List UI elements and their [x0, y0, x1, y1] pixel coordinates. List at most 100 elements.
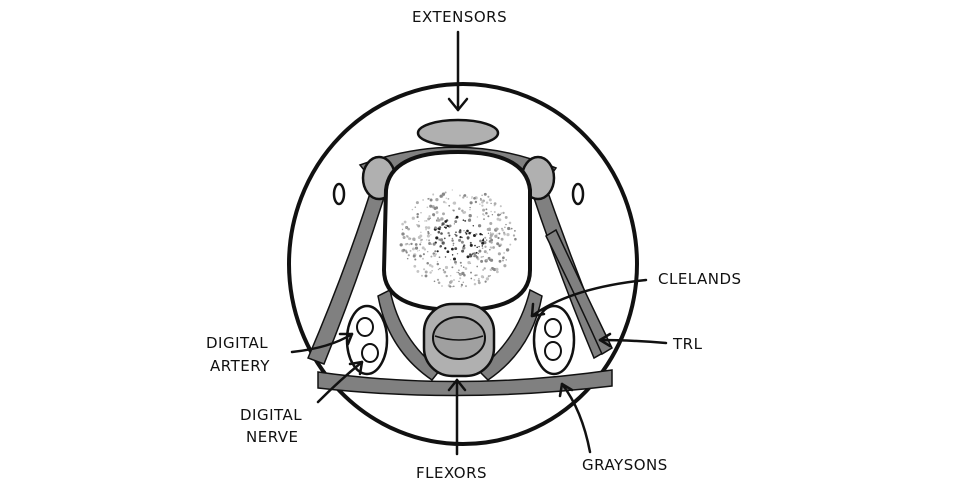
marrow-dot: [471, 196, 473, 198]
graysons-arrowhead: [558, 382, 574, 398]
marrow-dot: [420, 238, 423, 241]
marrow-dot: [509, 243, 512, 246]
marrow-dot: [479, 232, 482, 236]
marrow-dot: [460, 240, 464, 244]
marrow-dot: [426, 250, 429, 253]
label-digital-artery-1: DIGITAL: [206, 334, 268, 352]
marrow-dot: [414, 243, 418, 246]
clelands-ligament-left: [307, 166, 391, 365]
marrow-dot: [430, 243, 432, 245]
marrow-dot: [401, 228, 404, 231]
marrow-dot: [433, 253, 437, 258]
label-digital-artery-2: ARTERY: [210, 357, 270, 375]
marrow-dot: [499, 213, 502, 216]
marrow-dot: [508, 221, 512, 225]
bone-marrow-speckle: [399, 189, 517, 288]
marrow-dot: [484, 245, 487, 248]
marrow-dot: [458, 238, 462, 242]
marrow-dot: [448, 204, 451, 207]
marrow-dot: [458, 230, 462, 234]
marrow-dot: [473, 282, 477, 286]
marrow-dot: [442, 212, 445, 216]
marrow-dot: [417, 250, 419, 252]
marrow-dot: [497, 252, 501, 256]
marrow-dot: [493, 211, 496, 213]
marrow-dot: [426, 239, 428, 241]
marrow-dot: [489, 233, 493, 238]
marrow-dot: [480, 259, 484, 263]
marrow-dot: [469, 208, 471, 211]
marrow-dot: [435, 236, 439, 240]
marrow-dot: [429, 271, 432, 274]
marrow-dot: [489, 274, 492, 277]
marrow-dot: [468, 214, 472, 218]
marrow-dot: [486, 252, 489, 254]
marrow-dot: [472, 233, 477, 238]
marrow-dot: [452, 242, 455, 245]
marrow-dot: [444, 247, 447, 250]
marrow-dot: [452, 201, 457, 205]
marrow-dot: [472, 252, 474, 255]
marrow-dot: [459, 235, 462, 239]
marrow-dot: [416, 224, 418, 226]
marrow-dot: [469, 241, 472, 244]
marrow-dot: [441, 285, 443, 287]
marrow-dot: [458, 207, 461, 210]
marrow-dot: [421, 246, 425, 250]
marrow-dot: [441, 224, 443, 226]
marrow-dot: [489, 246, 492, 249]
label-digital-nerve-2: NERVE: [246, 428, 299, 446]
marrow-dot: [439, 226, 442, 229]
marrow-dot: [506, 232, 510, 237]
marrow-dot: [449, 259, 452, 261]
marrow-dot: [477, 279, 480, 282]
marrow-dot: [505, 223, 507, 226]
clelands-arrow: [530, 278, 648, 318]
marrow-dot: [426, 206, 429, 209]
label-flexors: FLEXORS: [416, 464, 487, 482]
marrow-dot: [408, 243, 411, 246]
marrow-dot: [489, 258, 494, 262]
marrow-dot: [426, 262, 429, 265]
marrow-dot: [454, 263, 457, 265]
marrow-dot: [503, 252, 505, 254]
marrow-dot: [443, 242, 446, 245]
marrow-dot: [466, 255, 470, 259]
marrow-dot: [459, 273, 462, 277]
marrow-dot: [429, 198, 433, 202]
marrow-dot: [451, 266, 454, 269]
marrow-dot: [420, 255, 422, 258]
marrow-dot: [414, 246, 419, 250]
digital-artery-right: [544, 318, 562, 338]
marrow-dot: [460, 265, 463, 267]
marrow-dot: [462, 266, 465, 269]
marrow-dot: [467, 260, 471, 265]
marrow-dot: [451, 285, 453, 288]
marrow-dot: [454, 247, 458, 251]
marrow-dot: [441, 192, 446, 196]
marrow-dot: [447, 198, 450, 200]
marrow-dot: [452, 209, 455, 212]
marrow-dot: [424, 270, 428, 274]
marrow-dot: [472, 225, 475, 227]
marrow-dot: [406, 257, 409, 260]
marrow-dot: [451, 254, 454, 256]
marrow-dot: [489, 268, 493, 271]
marrow-dot: [410, 242, 413, 246]
marrow-dot: [474, 244, 476, 247]
marrow-dot: [497, 236, 500, 240]
marrow-dot: [481, 239, 485, 242]
marrow-dot: [498, 232, 501, 235]
marrow-dot: [463, 230, 465, 232]
marrow-dot: [462, 212, 464, 214]
marrow-dot: [412, 237, 416, 241]
marrow-dot: [504, 226, 506, 229]
marrow-dot: [489, 236, 492, 240]
marrow-dot: [458, 194, 462, 197]
marrow-dot: [483, 250, 487, 254]
marrow-dot: [439, 245, 442, 248]
marrow-dot: [420, 231, 422, 234]
label-digital-nerve-1: DIGITAL: [240, 406, 302, 424]
dorsal-vein-left: [332, 182, 346, 206]
marrow-dot: [436, 261, 439, 263]
